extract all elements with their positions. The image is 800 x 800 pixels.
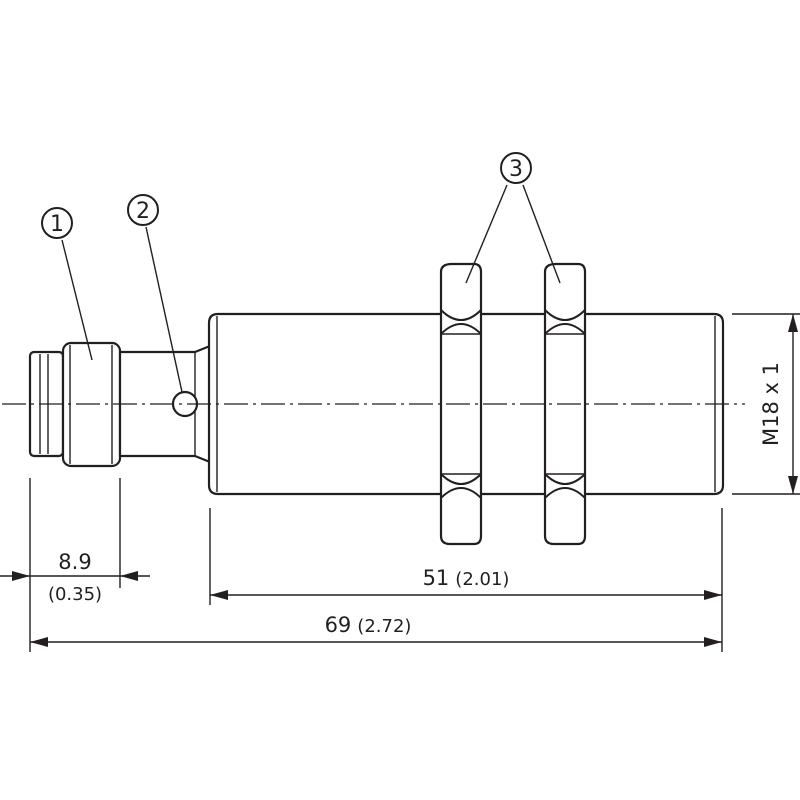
dimension-connector-length: 8.9 (0.35) bbox=[0, 550, 150, 605]
callout-2: 2 bbox=[127, 194, 183, 393]
dimension-thread-length: 51(2.01) bbox=[210, 566, 722, 600]
callout-1-label: 1 bbox=[50, 212, 64, 237]
dim-connector-value: 8.9 bbox=[58, 550, 91, 574]
dim-thread-size-label: M18 x 1 bbox=[759, 362, 783, 446]
callout-3-label: 3 bbox=[509, 157, 523, 182]
dim-connector-inch: (0.35) bbox=[48, 584, 102, 605]
extension-lines bbox=[29, 313, 800, 652]
callout-3: 3 bbox=[465, 152, 561, 284]
dim-overall-value: 69 bbox=[325, 613, 352, 637]
dimension-thread-size: M18 x 1 bbox=[759, 314, 798, 494]
callout-1: 1 bbox=[41, 207, 93, 361]
callout-2-label: 2 bbox=[136, 199, 150, 224]
dim-thread-label: 51(2.01) bbox=[423, 566, 510, 590]
dim-overall-label: 69(2.72) bbox=[325, 613, 412, 637]
dim-thread-value: 51 bbox=[423, 566, 450, 590]
dim-thread-inch: (2.01) bbox=[455, 569, 509, 590]
dim-overall-inch: (2.72) bbox=[357, 616, 411, 637]
dimension-overall-length: 69(2.72) bbox=[30, 613, 722, 647]
